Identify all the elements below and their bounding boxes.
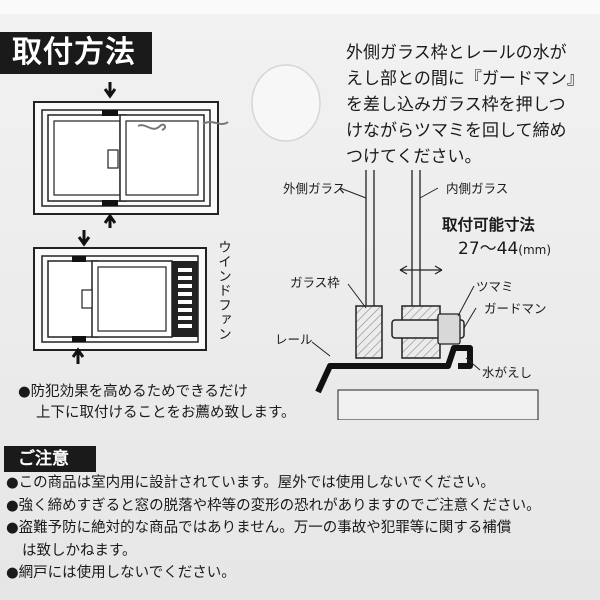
mount-range-title: 取付可能寸法 bbox=[442, 216, 536, 234]
caution-heading: ご注意 bbox=[4, 446, 96, 472]
caution-item-continued: は致しかねます。 bbox=[22, 542, 137, 559]
window-diagram-bottom bbox=[33, 230, 207, 364]
instruction-line: つけてください。 bbox=[346, 147, 482, 167]
hanger-hole bbox=[251, 64, 321, 142]
glass-frame-label: ガラス枠 bbox=[290, 275, 340, 290]
caution-item: ●盗難予防に絶対的な商品ではありません。万一の事故や犯罪等に関する補償 bbox=[6, 520, 512, 536]
water-return-label: 水がえし bbox=[482, 365, 533, 380]
instruction-line: 外側ガラス枠とレールの水が bbox=[346, 43, 567, 63]
caution-item: ●この商品は室内用に設計されています。屋外では使用しないでください。 bbox=[6, 475, 495, 491]
caution-item: ●網戸には使用しないでください。 bbox=[6, 565, 236, 581]
caution-list: ●この商品は室内用に設計されています。屋外では使用しないでください。 ●強く締め… bbox=[6, 472, 600, 585]
instruction-line: を差し込みガラス枠を押しつ bbox=[346, 95, 566, 115]
inner-glass-label: 内側ガラス bbox=[446, 181, 509, 196]
knob-label: ツマミ bbox=[476, 279, 514, 294]
installation-instructions: 外側ガラス枠とレールの水が えし部との間に『ガードマン』 を差し込みガラス枠を押… bbox=[346, 40, 596, 170]
rail-label: レール bbox=[275, 332, 313, 347]
mount-range-number: 27～44 bbox=[458, 239, 519, 259]
section-title-installation: 取付方法 bbox=[0, 32, 152, 74]
guardman-label: ガードマン bbox=[484, 301, 547, 316]
outer-glass-label: 外側ガラス bbox=[283, 181, 346, 196]
window-fan-label: ウインドファン bbox=[215, 240, 231, 342]
mount-range-unit: (mm) bbox=[518, 243, 552, 257]
instruction-line: けながらツマミを回して締め bbox=[346, 121, 567, 141]
recommendation-line: ●防犯効果を高めるためできるだけ bbox=[18, 384, 248, 400]
window-diagram-top bbox=[33, 82, 229, 228]
recommendation-line: 上下に取付けることをお薦め致します。 bbox=[36, 405, 296, 421]
top-edge bbox=[0, 0, 600, 14]
caution-item: ●強く締めすぎると窓の脱落や枠等の変形の恐れがありますのでご注意ください。 bbox=[6, 497, 541, 514]
cross-section-diagram bbox=[311, 170, 539, 420]
recommendation-note: ●防犯効果を高めるためできるだけ 上下に取付けることをお薦め致します。 bbox=[18, 382, 296, 424]
mount-range-value: 27～44(mm) bbox=[458, 234, 551, 259]
instruction-line: えし部との間に『ガードマン』 bbox=[346, 69, 584, 89]
